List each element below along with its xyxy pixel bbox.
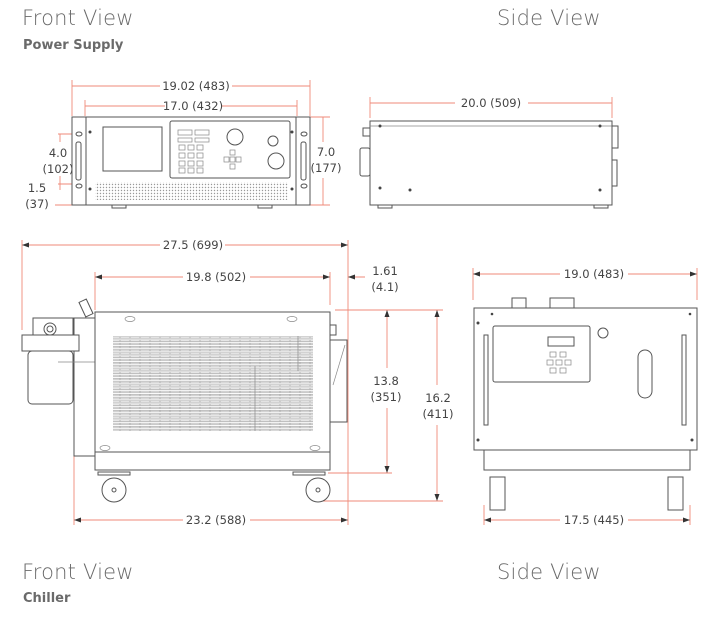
chiller-side-drawing: 19.0 (483) 17.5 (445) — [472, 267, 698, 527]
chiller-body-height-label: 13.8 — [373, 374, 399, 388]
chiller-side-overall-width-label: 19.0 (483) — [564, 267, 624, 281]
ps-height-mm-label: (177) — [311, 161, 342, 175]
chiller-overall-height-label: 16.2 — [425, 391, 451, 405]
chiller-side-view-title: Side View — [497, 560, 601, 584]
ps-bottom-offset-label: 1.5 — [28, 181, 46, 195]
chiller-subtitle: Chiller — [23, 591, 71, 606]
power-supply-front-drawing: 19.02 (483) 17.0 (432) 7.0 (177) 4.0 (10… — [25, 79, 341, 211]
chiller-base-width-label: 23.2 (588) — [186, 513, 246, 527]
chiller-front-drawing: 27.5 (699) 19.8 (502) 1.61 (4.1) 13.8 (3… — [21, 238, 454, 527]
ps-bottom-offset-mm-label: (37) — [25, 197, 49, 211]
power-supply-front-view-title: Front View — [22, 6, 134, 30]
chiller-overall-height-mm-label: (411) — [423, 407, 454, 421]
power-supply-side-drawing: 20.0 (509) — [359, 96, 619, 209]
ps-handle-spacing-mm-label: (102) — [43, 162, 74, 176]
chiller-front-view-title: Front View — [22, 560, 134, 584]
power-supply-subtitle: Power Supply — [23, 38, 124, 53]
ps-height-label: 7.0 — [317, 145, 335, 159]
chiller-body-height-mm-label: (351) — [371, 390, 402, 404]
chiller-body-width-label: 19.8 (502) — [186, 270, 246, 284]
ps-body-width-label: 17.0 (432) — [163, 99, 223, 113]
chiller-overall-width-label: 27.5 (699) — [163, 238, 223, 252]
power-supply-side-view-title: Side View — [497, 6, 601, 30]
chiller-side-offset-mm-label: (4.1) — [371, 280, 398, 294]
ps-overall-width-label: 19.02 (483) — [162, 79, 230, 93]
chiller-side-offset-label: 1.61 — [372, 264, 398, 278]
ps-handle-spacing-label: 4.0 — [49, 146, 67, 160]
ps-depth-label: 20.0 (509) — [461, 96, 521, 110]
chiller-side-base-width-label: 17.5 (445) — [564, 513, 624, 527]
